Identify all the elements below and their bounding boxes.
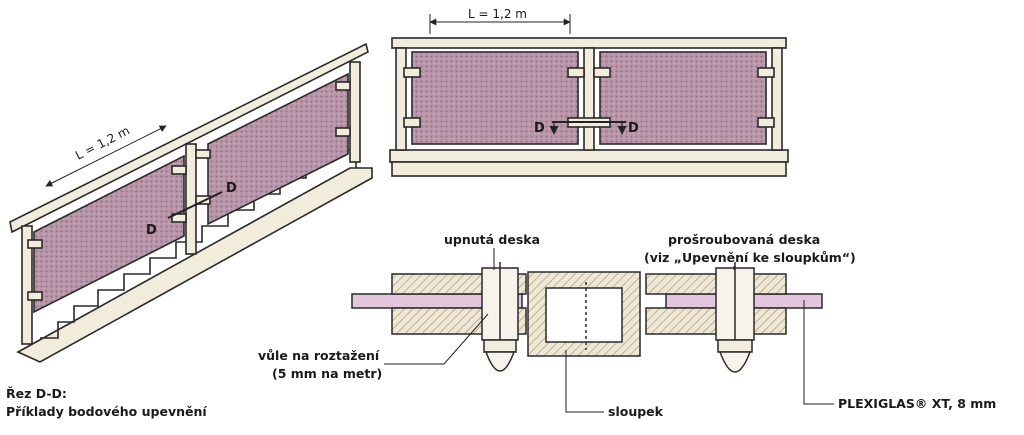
sheet-label: PLEXIGLAS® XT, 8 mm — [838, 396, 996, 411]
post-label: sloupek — [608, 404, 664, 419]
clamped-label: upnutá deska — [444, 232, 540, 247]
front-section-marker-left: D — [534, 121, 545, 136]
stair-section-marker-right: D — [226, 181, 237, 196]
post-3 — [349, 61, 361, 163]
section-title-line1: Řez D-D: — [6, 386, 67, 401]
stair-stringer — [16, 167, 373, 363]
bolted-label-line1: prošroubovaná deska — [668, 232, 820, 247]
bolted-label-line2: (viz „Upevnění ke sloupkům“) — [644, 250, 856, 265]
expansion-label-line2: (5 mm na metr) — [272, 366, 382, 381]
front-post-middle — [583, 47, 595, 151]
front-post-left — [395, 47, 407, 151]
front-dimension-label: L = 1,2 m — [468, 7, 527, 21]
sheet-leader — [803, 300, 834, 405]
base-rail — [389, 149, 789, 163]
expansion-label-line1: vůle na roztažení — [258, 348, 380, 363]
top-rail — [391, 37, 787, 49]
front-view — [389, 37, 789, 177]
front-panel-left — [411, 51, 579, 145]
stair-dimension-label: L = 1,2 m — [73, 123, 132, 162]
front-dimension — [429, 14, 571, 34]
section-drawing — [351, 262, 823, 373]
leader-lines — [384, 248, 834, 413]
front-post-right — [771, 47, 783, 151]
front-panel-right — [599, 51, 767, 145]
stair-section-marker-left: D — [146, 223, 157, 238]
section-title-line2: Příklady bodového upevnění — [6, 404, 207, 419]
post-1 — [21, 225, 33, 345]
front-section-marker-right: D — [628, 121, 639, 136]
expansion-leader — [384, 313, 489, 365]
post-leader — [565, 350, 604, 413]
stair-view — [9, 42, 373, 363]
post-2 — [185, 143, 197, 255]
